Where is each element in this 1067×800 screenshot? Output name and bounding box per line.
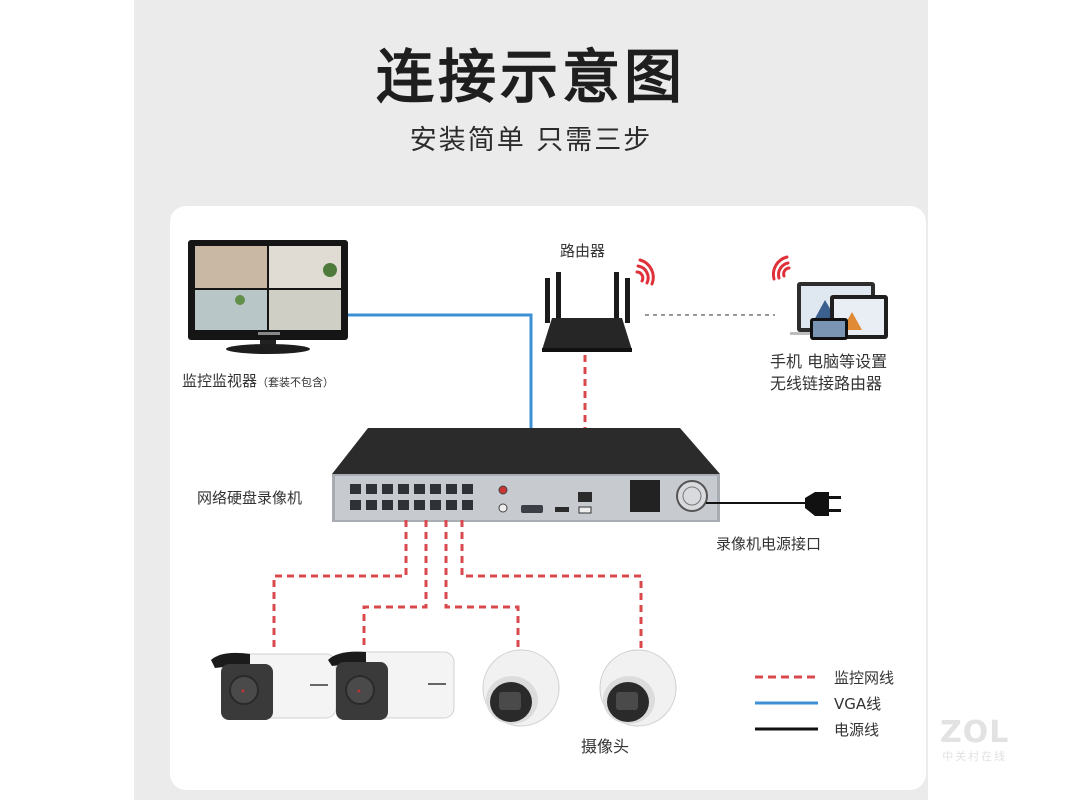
router-label: 路由器 xyxy=(560,242,606,260)
client-devices-icon xyxy=(790,282,888,340)
power-plug-icon xyxy=(805,492,841,516)
camera-network-cables xyxy=(272,520,643,650)
power-label: 录像机电源接口 xyxy=(716,535,822,553)
legend-power-label: 电源线 xyxy=(834,721,880,739)
wifi-icon xyxy=(635,258,655,286)
wifi-icon xyxy=(771,255,791,281)
cameras-label: 摄像头 xyxy=(581,737,630,756)
ethernet-ports xyxy=(350,484,473,510)
monitor-label-text: 监控监视器 xyxy=(182,372,258,390)
monitor-label: 监控监视器（套装不包含） xyxy=(182,370,334,391)
clients-label-line2: 无线链接路由器 xyxy=(770,374,883,393)
bullet-camera-icon xyxy=(211,652,337,720)
page-subtitle: 安装简单 只需三步 xyxy=(409,125,653,156)
bullet-camera-icon xyxy=(328,651,455,720)
clients-label-line1: 手机 电脑等设置 xyxy=(770,352,888,371)
dome-camera-icon xyxy=(599,649,677,727)
page-title: 连接示意图 xyxy=(375,43,686,111)
zol-watermark: ZOL 中关村在线 xyxy=(940,718,1009,764)
watermark-logo: ZOL xyxy=(940,715,1010,750)
dome-camera-icon xyxy=(482,649,560,727)
nvr-device-icon xyxy=(332,428,720,522)
nvr-label: 网络硬盘录像机 xyxy=(197,489,303,507)
router-icon xyxy=(542,272,632,352)
legend-network-label: 监控网线 xyxy=(834,669,895,687)
legend-vga-label: VGA线 xyxy=(834,695,882,713)
monitor-label-note: （套装不包含） xyxy=(257,376,335,389)
monitor-icon xyxy=(188,240,348,354)
watermark-sub: 中关村在线 xyxy=(942,750,1008,763)
